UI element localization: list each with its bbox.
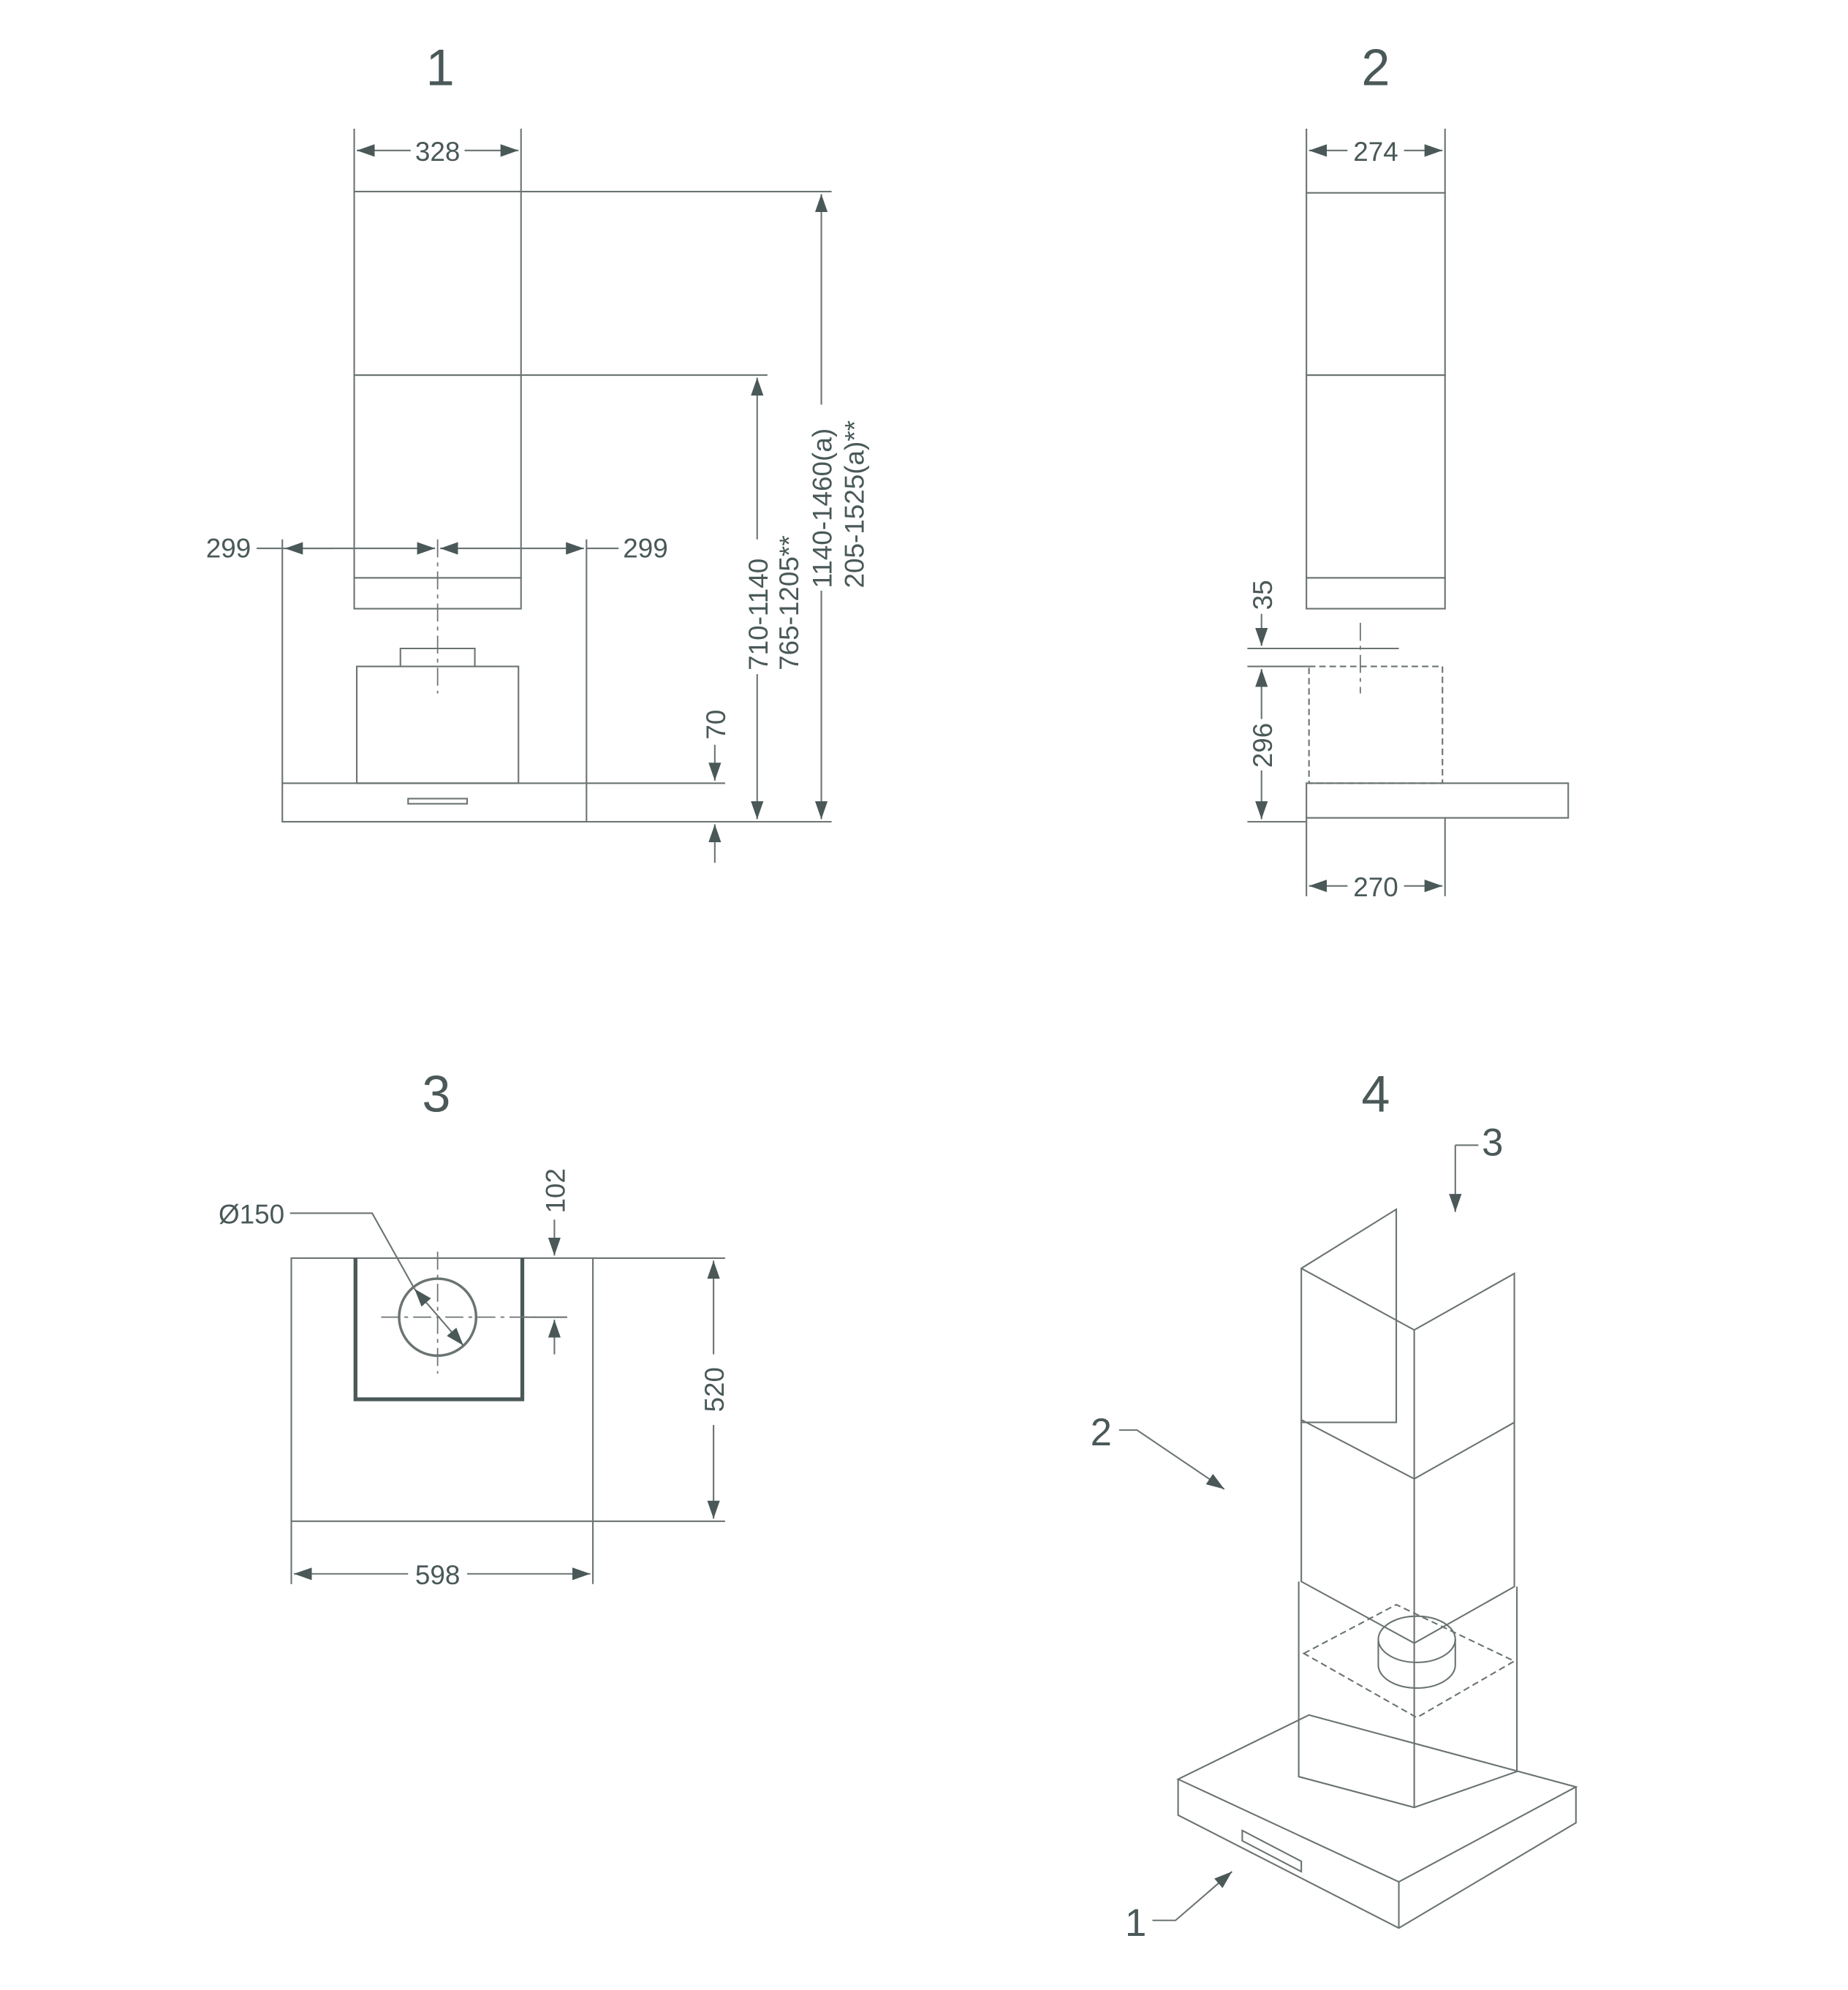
callout-1: 1 (1125, 1902, 1146, 1945)
dim-70: 70 (701, 710, 731, 740)
dim-width-270: 270 (1353, 872, 1398, 902)
isometric-view: 4 3 2 1 (1091, 1065, 1578, 1945)
dim-right-299: 299 (623, 533, 668, 563)
view-1-title: 1 (426, 38, 455, 96)
dim-205-1525: 205-1525(a)** (839, 420, 869, 589)
callout-2: 2 (1091, 1411, 1112, 1454)
side-view: 2 274 270 35 296 (1247, 38, 1569, 902)
dim-width-598: 598 (415, 1560, 461, 1590)
front-view: 1 328 299 299 710-1140 765-1205** 1140-1… (206, 38, 869, 863)
dim-765-1205: 765-1205** (774, 535, 804, 670)
dim-width-328: 328 (415, 137, 461, 167)
dim-1140-1460: 1140-1460(a) (808, 428, 838, 589)
dim-width-274: 274 (1353, 137, 1398, 167)
dim-depth-520: 520 (700, 1367, 730, 1412)
view-4-title: 4 (1361, 1065, 1390, 1123)
dim-left-299: 299 (206, 533, 251, 563)
dim-35: 35 (1248, 580, 1278, 610)
dim-710-1140: 710-1140 (743, 559, 773, 670)
dim-102: 102 (540, 1168, 570, 1214)
top-view: 3 Ø150 520 102 598 (219, 1065, 730, 1590)
dim-diameter-150: Ø150 (219, 1199, 284, 1229)
dim-296: 296 (1248, 723, 1278, 768)
view-2-title: 2 (1361, 38, 1390, 96)
view-3-title: 3 (422, 1065, 450, 1123)
callout-3: 3 (1482, 1121, 1503, 1164)
